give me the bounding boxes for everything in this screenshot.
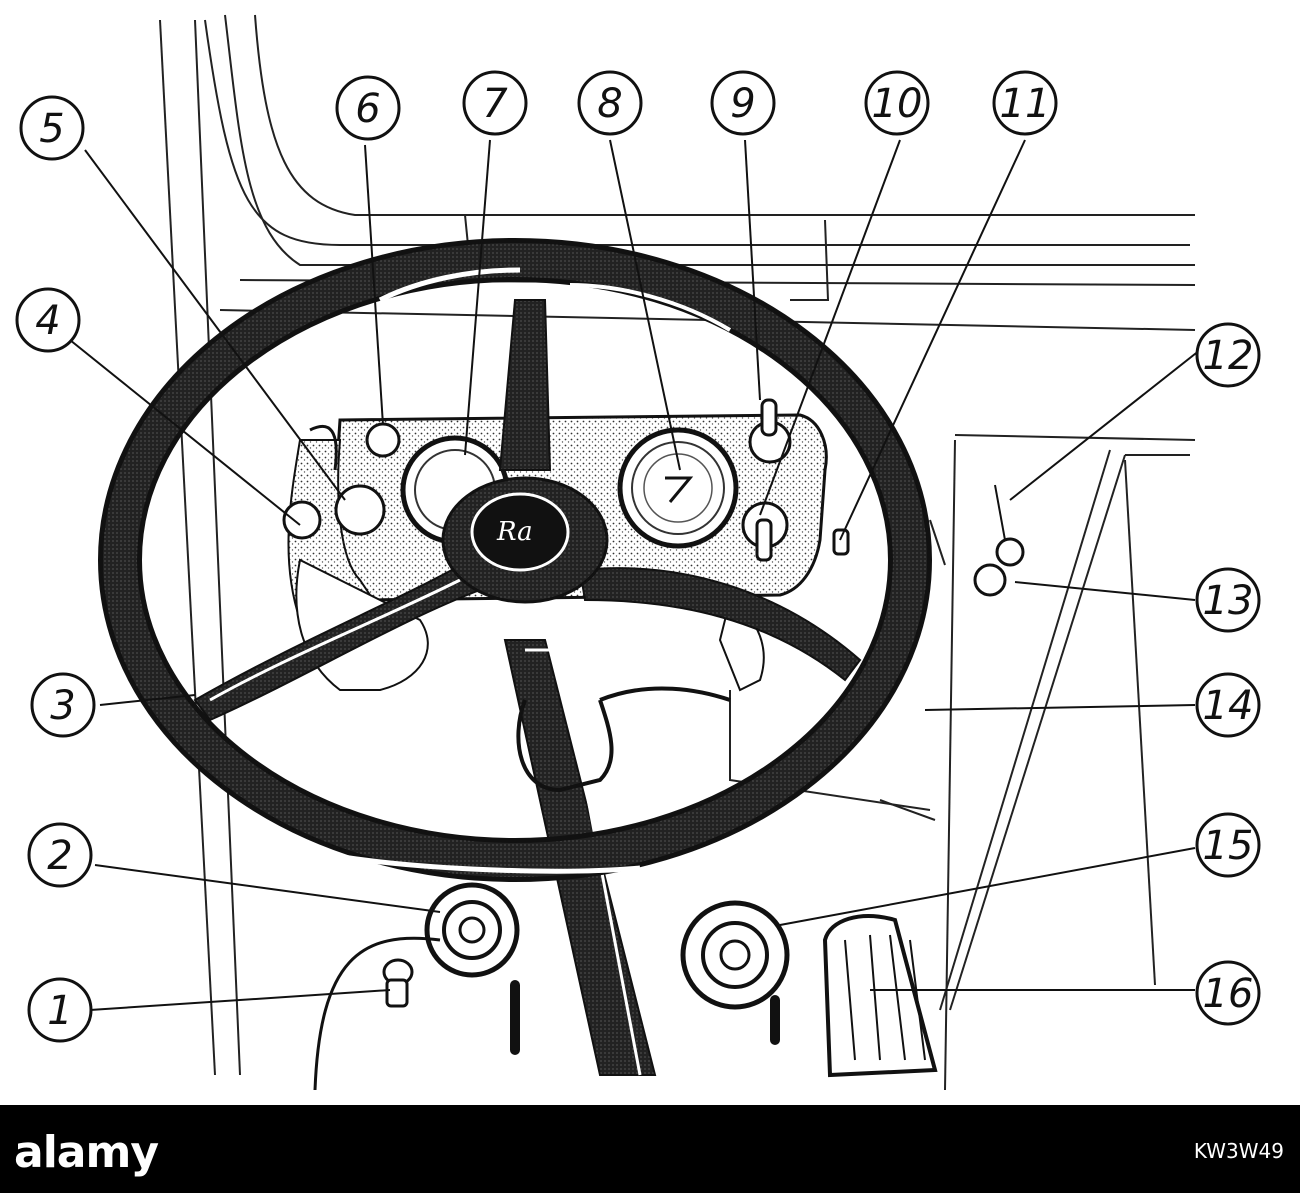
callout-15-label: 15: [1203, 823, 1254, 869]
stock-image-id: KW3W49: [1193, 1139, 1284, 1163]
callout-6-label: 6: [355, 86, 380, 132]
callout-15: 15: [1195, 812, 1261, 878]
callout-5: 5: [19, 95, 85, 161]
callout-4: 4: [15, 287, 81, 353]
callout-10: 10: [864, 70, 930, 136]
steering-dashboard-diagram: Ra: [15, 14, 1261, 1091]
steering-wheel: Ra: [98, 238, 932, 882]
stock-footer-bar: alamy KW3W49: [0, 1105, 1300, 1193]
callout-3: 3: [30, 672, 96, 738]
callout-4-label: 4: [35, 298, 60, 344]
side-switches: [973, 484, 1025, 597]
callout-6: 6: [335, 75, 401, 141]
callout-8: 8: [577, 70, 643, 136]
callout-9-label: 9: [730, 81, 755, 127]
callout-7-label: 7: [482, 81, 508, 127]
callout-11: 11: [992, 70, 1058, 136]
alamy-logo: alamy: [14, 1127, 159, 1178]
callout-7: 7: [462, 70, 528, 136]
panel-switches: [282, 398, 850, 562]
callout-2-label: 2: [47, 833, 72, 879]
callout-8-label: 8: [597, 81, 622, 127]
callout-14-label: 14: [1203, 683, 1254, 729]
callout-13: 13: [1195, 567, 1261, 633]
callout-1: 1: [27, 977, 93, 1043]
callout-16-label: 16: [1203, 971, 1254, 1017]
gauge-right: [617, 427, 739, 549]
floor-controls: [313, 882, 938, 1091]
callout-5-label: 5: [39, 106, 64, 152]
callout-13-label: 13: [1203, 578, 1254, 624]
callout-3-label: 3: [50, 683, 75, 729]
callout-12-label: 12: [1203, 333, 1254, 379]
callout-12: 12: [1195, 322, 1261, 388]
callout-10-label: 10: [872, 81, 923, 127]
callout-14: 14: [1195, 672, 1261, 738]
callout-11-label: 11: [1000, 81, 1051, 127]
svg-text:Ra: Ra: [496, 517, 533, 547]
callout-1-label: 1: [47, 988, 72, 1034]
leader-lines: [69, 139, 1201, 1011]
callout-16: 16: [1195, 960, 1261, 1026]
callout-2: 2: [27, 822, 93, 888]
callouts: 1 2 3 4 5 6 7 8 9 10 11 12 13 14 15 16: [15, 70, 1261, 1043]
callout-9: 9: [710, 70, 776, 136]
